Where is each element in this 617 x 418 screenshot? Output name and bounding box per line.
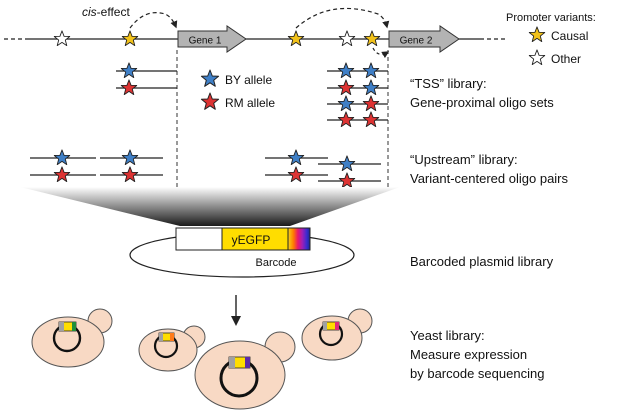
barcode-label: Barcode: [256, 257, 297, 269]
by-allele-star-icon: [337, 62, 355, 79]
rm-allele-star-icon: [121, 166, 139, 183]
rm-allele-star-icon: [338, 172, 356, 189]
gene2-label: Gene 2: [400, 36, 433, 47]
causal-label: Causal: [551, 29, 588, 43]
other-variant-star-icon: [53, 30, 71, 47]
causal-legend-star-icon: [528, 26, 546, 43]
rm-allele-star-icon: [337, 79, 355, 96]
other-label: Other: [551, 52, 581, 66]
promoter-variants-title: Promoter variants:: [506, 12, 596, 24]
library-funnel: [20, 187, 400, 226]
rm-allele-star-icon: [53, 166, 71, 183]
yeast-cell-4: [301, 308, 373, 361]
yegfp-label: yEGFP: [232, 233, 271, 247]
tss-library-desc: Gene-proximal oligo sets: [410, 95, 554, 110]
by-allele-star-icon: [287, 149, 305, 166]
rm-allele-star-icon: [287, 166, 305, 183]
plasmid-library-label: Barcoded plasmid library: [410, 254, 554, 269]
causal-variant-star-icon: [363, 30, 381, 47]
gene1-label: Gene 1: [189, 36, 222, 47]
rm-allele-star-icon: [362, 111, 380, 128]
tss-library-title: “TSS” library:: [410, 76, 487, 91]
promoter-variant-legend: Promoter variants: Causal Other: [506, 12, 596, 66]
rm-allele-star-icon: [337, 111, 355, 128]
plasmid-promoter-slot: [175, 227, 223, 251]
causal-variant-star-icon: [287, 30, 305, 47]
yeast-library-line3: by barcode sequencing: [410, 366, 545, 381]
upstream-oligos-right: [265, 149, 381, 189]
upstream-oligos-left: [30, 149, 163, 183]
yeast-cell-2: [138, 325, 206, 372]
by-allele-star-icon: [362, 62, 380, 79]
by-allele-label: BY allele: [225, 73, 272, 87]
cis-effect-arrows: [129, 7, 390, 59]
gene2-arrow: Gene 2: [388, 25, 460, 53]
transform-arrow: [231, 295, 241, 326]
upstream-library-title: “Upstream” library:: [410, 152, 518, 167]
by-allele-star-icon: [362, 79, 380, 96]
causal-variant-star-icon: [121, 30, 139, 47]
rm-allele-legend-star-icon: [200, 92, 220, 110]
by-allele-star-icon: [53, 149, 71, 166]
yeast-library-line2: Measure expression: [410, 347, 528, 362]
gene1-arrow: Gene 1: [177, 25, 247, 53]
yeast-cell-1: [31, 308, 113, 368]
rm-allele-star-icon: [362, 95, 380, 112]
other-variant-star-icon: [338, 30, 356, 47]
plasmid: yEGFP Barcode: [129, 227, 355, 278]
rm-allele-label: RM allele: [225, 96, 275, 110]
by-allele-star-icon: [121, 149, 139, 166]
rm-allele-star-icon: [120, 79, 138, 96]
cis-effect-label: cis-effect: [82, 5, 130, 19]
by-allele-legend-star-icon: [200, 69, 220, 87]
by-allele-star-icon: [337, 95, 355, 112]
tss-oligos-gene1: [116, 62, 177, 96]
by-allele-star-icon: [120, 62, 138, 79]
upstream-library-desc: Variant-centered oligo pairs: [410, 171, 569, 186]
tss-oligos-gene2: [327, 62, 388, 128]
by-allele-star-icon: [338, 155, 356, 172]
barcode-box: [287, 227, 311, 251]
yeast-cell-3: [194, 331, 296, 410]
allele-legend: BY allele RM allele: [200, 69, 275, 110]
yeast-library-title: Yeast library:: [410, 328, 485, 343]
other-legend-star-icon: [528, 49, 546, 66]
